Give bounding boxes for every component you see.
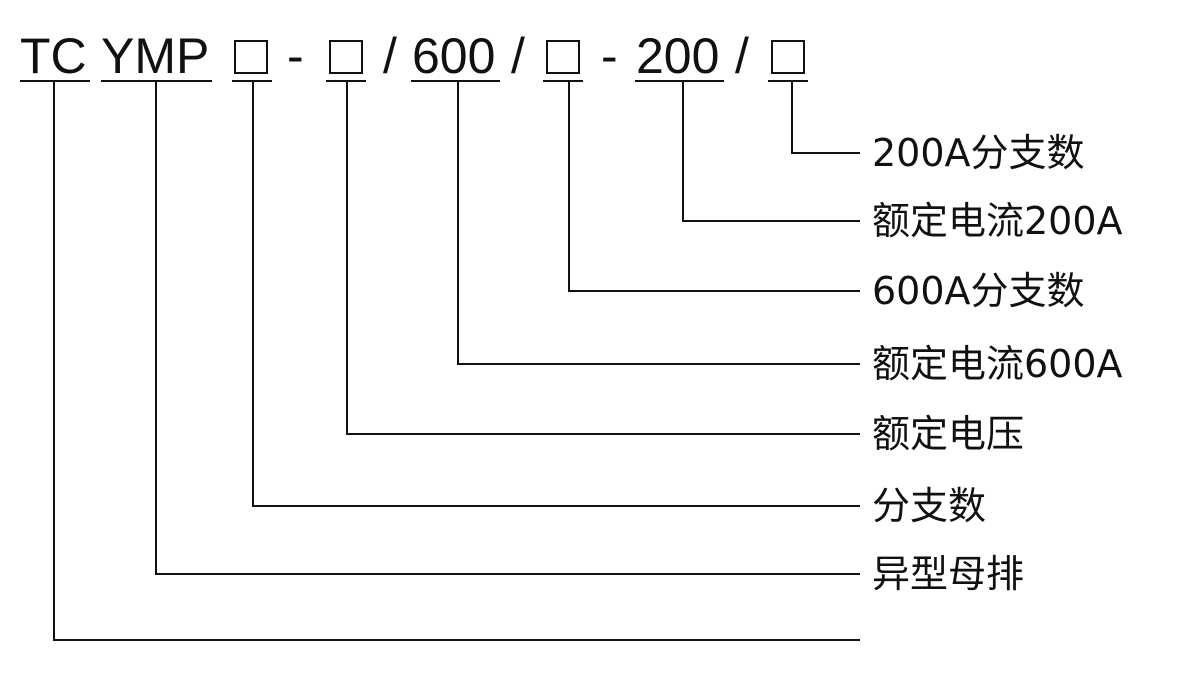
label-branch-count: 分支数 [872, 484, 986, 528]
placeholder-box-branch-count [234, 40, 268, 74]
leader-line-rated-voltage [346, 81, 860, 435]
code-separator-slash: / [735, 28, 749, 84]
code-separator-slash: / [383, 28, 397, 84]
label-200a-branch-count: 200A分支数 [872, 131, 1085, 175]
code-separator-dash: - [287, 28, 304, 84]
labels: 200A分支数 额定电流200A 600A分支数 额定电流600A 额定电压 分… [872, 131, 1123, 596]
code-separator-slash: / [511, 28, 525, 84]
model-code: TC YMP - / 600 / - 200 / [20, 28, 805, 84]
code-segment-tc: TC [20, 28, 87, 84]
label-600a-branch-count: 600A分支数 [872, 269, 1085, 313]
label-special-busbar: 异型母排 [872, 552, 1024, 596]
leader-line-company-code [53, 81, 860, 641]
code-segment-ymp: YMP [101, 28, 209, 84]
code-segment-200: 200 [636, 28, 719, 84]
leader-line-rated-current-200a [682, 81, 860, 222]
code-separator-dash: - [601, 28, 618, 84]
placeholder-box-600a-branch-count [546, 40, 580, 74]
placeholder-box-voltage [329, 40, 363, 74]
leader-lines [53, 81, 860, 641]
leader-line-special-busbar [155, 81, 860, 575]
leader-line-branch-count [252, 81, 860, 507]
leader-line-200a-branch-count [791, 81, 860, 154]
label-rated-current-200a: 额定电流200A [872, 199, 1123, 243]
code-segment-600: 600 [412, 28, 495, 84]
placeholder-box-200a-branch-count [771, 40, 805, 74]
label-rated-voltage: 额定电压 [872, 412, 1024, 456]
label-rated-current-600a: 额定电流600A [872, 342, 1123, 386]
leader-line-rated-current-600a [457, 81, 860, 365]
leader-line-600a-branch-count [568, 81, 860, 292]
